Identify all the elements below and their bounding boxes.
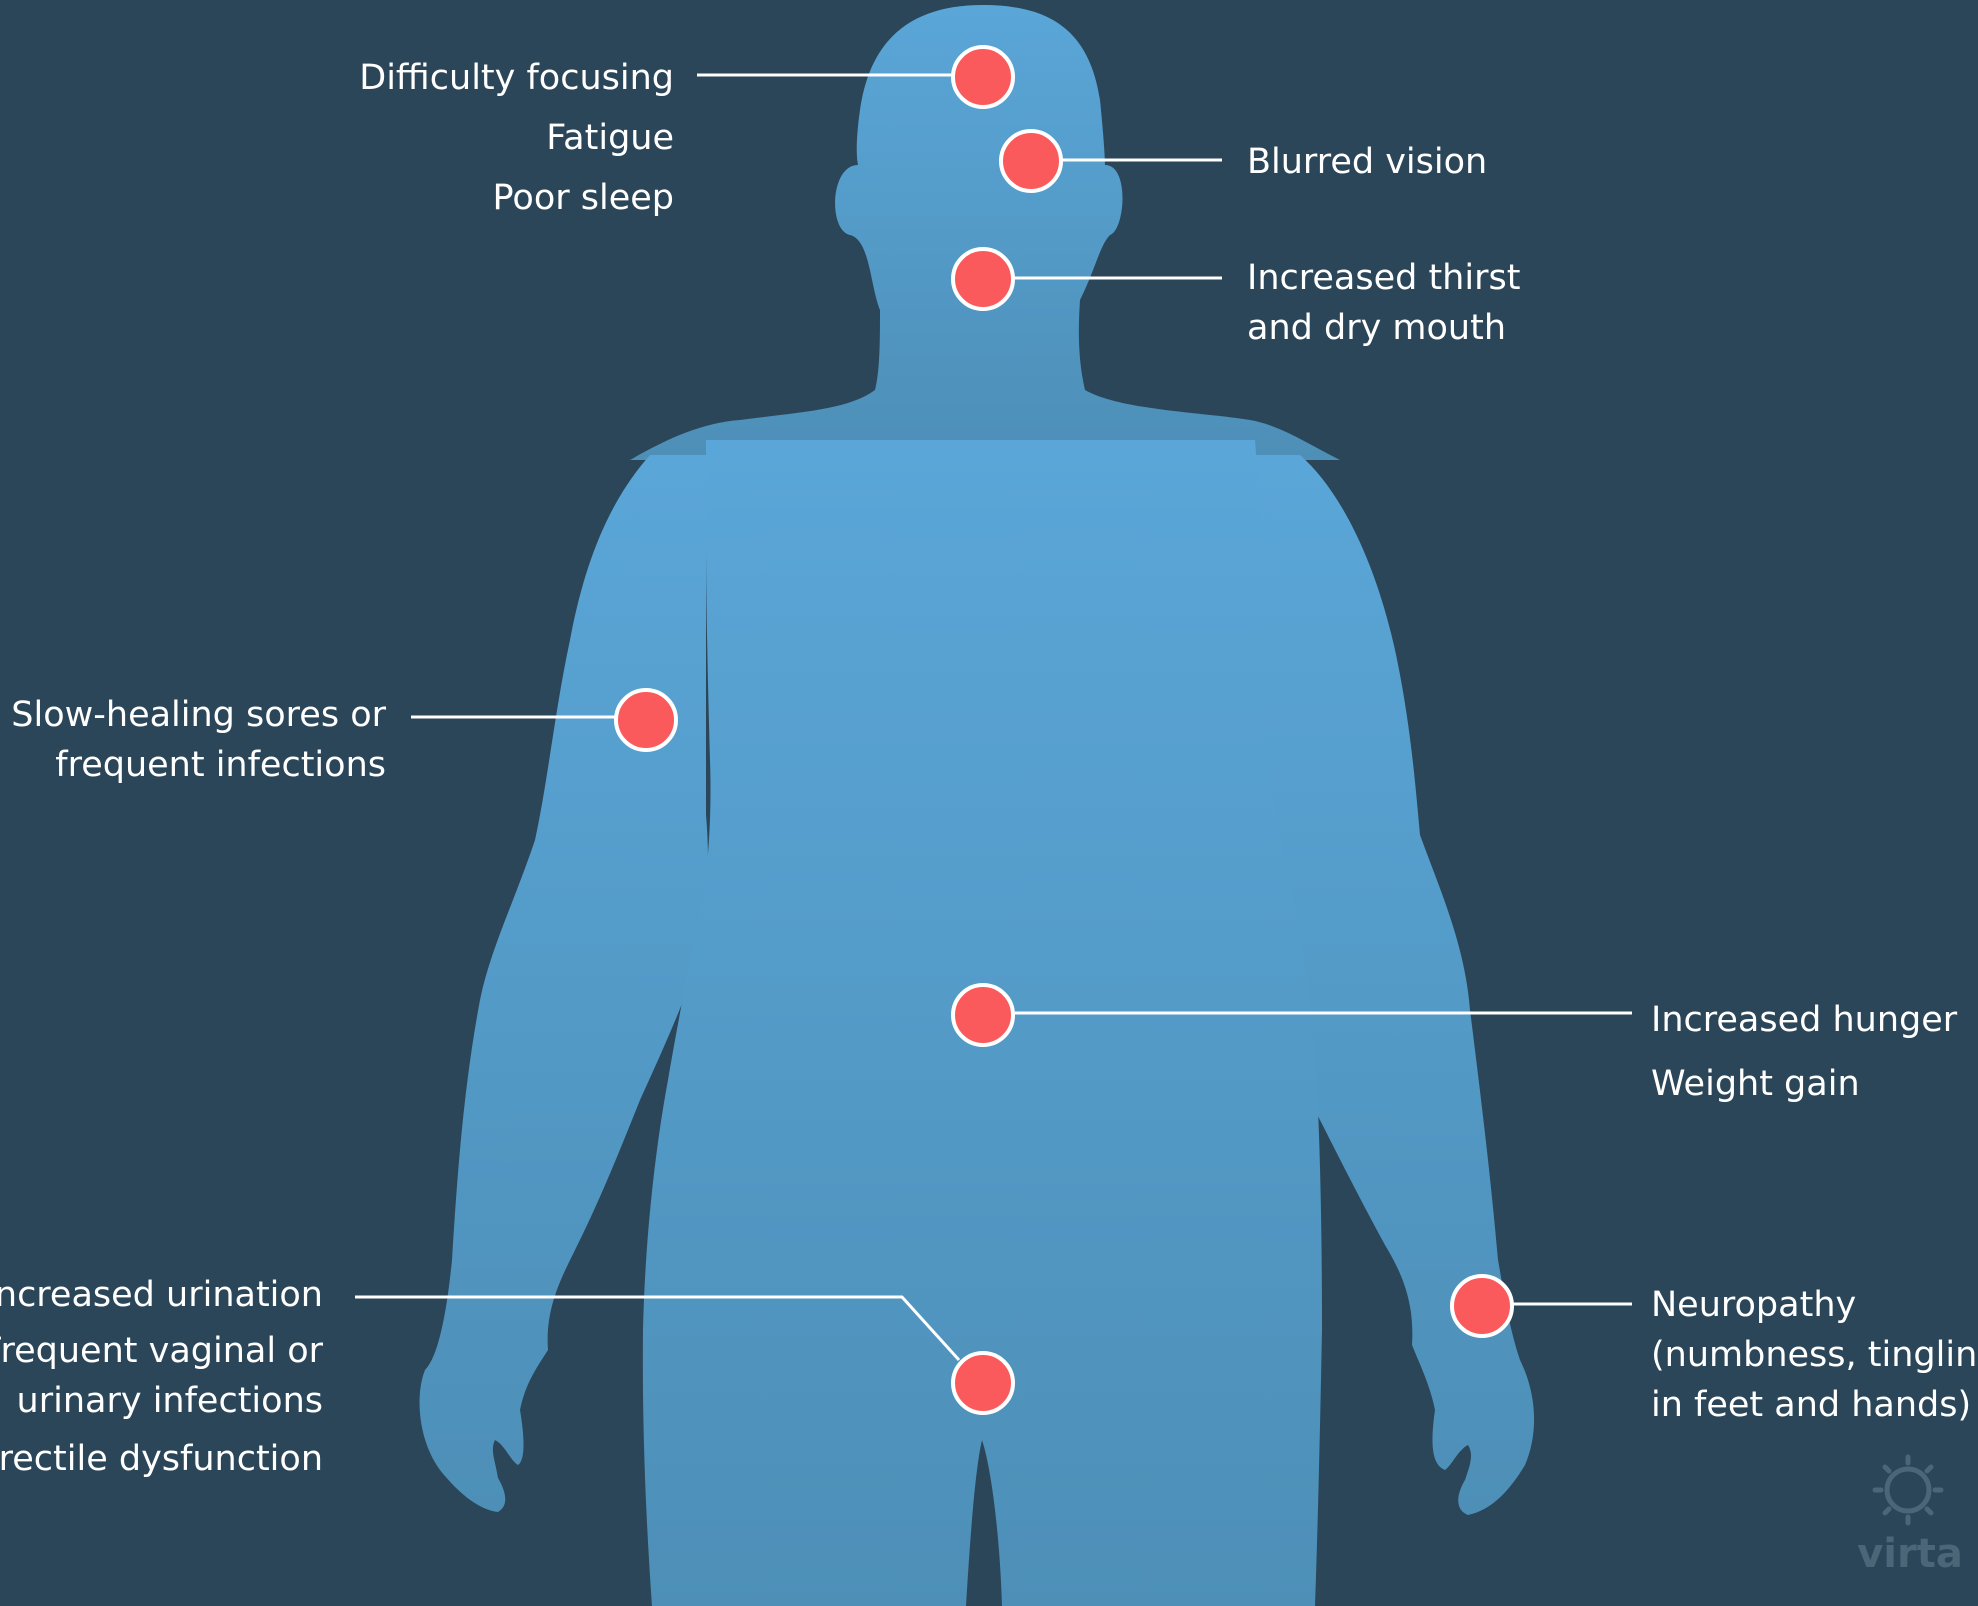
- symptom-increased-thirst: Increased thirst: [1247, 258, 1521, 298]
- connector-lines: [355, 73, 1632, 1362]
- label-mouth: Increased thirst and dry mouth: [1247, 253, 1520, 353]
- marker-skin: [614, 688, 678, 752]
- symptom-difficulty-focusing: Difficulty focusing: [359, 58, 674, 98]
- symptom-urinary-infections: urinary infections: [16, 1381, 323, 1421]
- marker-brain: [951, 45, 1015, 109]
- label-stomach: Increased hunger Weight gain: [1651, 988, 1957, 1116]
- label-eyes: Blurred vision: [1247, 137, 1487, 187]
- label-skin: Slow-healing sores or frequent infection…: [11, 690, 386, 790]
- head-neck: [630, 5, 1340, 460]
- symptom-increased-hunger: Increased hunger: [1651, 1000, 1958, 1040]
- symptom-erectile-dysfunction: Erectile dysfunction: [0, 1439, 323, 1479]
- marker-stomach: [951, 983, 1015, 1047]
- marker-mouth: [951, 247, 1015, 311]
- marker-nerves: [1450, 1274, 1514, 1338]
- symptom-frequent-vaginal: Frequent vaginal or: [0, 1331, 323, 1371]
- symptom-poor-sleep: Poor sleep: [492, 178, 674, 218]
- label-nerves: Neuropathy (numbness, tingling in feet a…: [1651, 1280, 1978, 1430]
- logo-mark: [1872, 1454, 1944, 1526]
- marker-eyes: [999, 129, 1063, 193]
- symptom-fatigue: Fatigue: [546, 118, 674, 158]
- symptom-neuropathy: Neuropathy: [1651, 1285, 1857, 1325]
- connector-pelvis: [355, 1295, 961, 1362]
- symptom-frequent-infections: frequent infections: [55, 745, 386, 785]
- label-pelvis: Increased urination Frequent vaginal or …: [0, 1270, 323, 1484]
- symptom-blurred-vision: Blurred vision: [1247, 142, 1488, 182]
- marker-pelvis: [951, 1351, 1015, 1415]
- right-arm: [1251, 455, 1535, 1515]
- symptom-weight-gain: Weight gain: [1651, 1064, 1860, 1104]
- symptom-markers: [614, 45, 1514, 1415]
- symptom-slow-healing-sores: Slow-healing sores or: [11, 695, 386, 735]
- symptom-dry-mouth: and dry mouth: [1247, 308, 1507, 348]
- gear-sun-icon: [1884, 1466, 1932, 1514]
- symptom-increased-urination: Increased urination: [0, 1275, 323, 1315]
- symptom-numbness-tingling: (numbness, tingling: [1651, 1335, 1978, 1375]
- logo-wordmark: virta: [1857, 1531, 1963, 1577]
- label-brain: Difficulty focusing Fatigue Poor sleep: [359, 48, 674, 228]
- symptom-feet-hands: in feet and hands): [1651, 1385, 1972, 1425]
